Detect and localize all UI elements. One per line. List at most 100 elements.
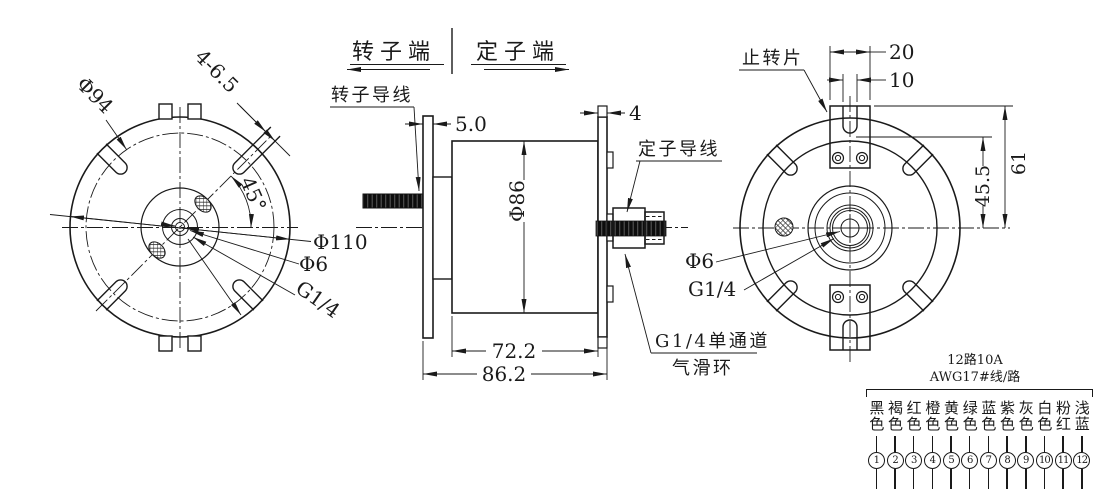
wire-line: [1006, 469, 1008, 489]
screw: [858, 154, 866, 162]
wire-column: 橙色 4: [923, 400, 942, 489]
body-circle: [762, 140, 938, 316]
leader-line: [743, 238, 835, 291]
wire-color-label: 橙色: [923, 400, 942, 432]
wire-color-label: 蓝色: [979, 400, 998, 432]
wire-line: [950, 436, 952, 452]
wire-bundle-section: [774, 217, 794, 237]
dim-angle-label: 45°: [235, 173, 271, 215]
angle-arc: [230, 175, 254, 229]
dim-outer-dia-label: Φ110: [313, 230, 368, 254]
fitting-note-line1: G1/4单通道: [655, 331, 770, 352]
tab-slot-top: [842, 106, 858, 134]
dim-center-hole-label: Φ6: [685, 249, 714, 273]
wire-line: [1080, 469, 1083, 489]
leader-line: [192, 236, 296, 296]
dim-rotor-flange-label: 5.0: [455, 112, 487, 136]
wire-color-label: 黑色: [867, 400, 886, 432]
dim-stator-flange-label: 4: [629, 101, 642, 125]
wire-column: 褐色 2: [886, 400, 905, 489]
wire-line: [931, 469, 934, 489]
tab-slot-bottom: [842, 319, 858, 350]
wiring-spec-line2: AWG17#线/路: [929, 370, 1021, 385]
flange-step: [606, 285, 614, 303]
mounting-slot: [232, 279, 264, 311]
dim-overall-length-label: 86.2: [482, 362, 527, 386]
wire-number-badge: 3: [905, 452, 923, 469]
dim-body-dia-label: Φ86: [505, 180, 529, 222]
rotor-flange: [422, 115, 434, 339]
wire-line: [875, 436, 878, 452]
leader-line: [715, 231, 841, 263]
wire-line: [968, 436, 971, 452]
wire-color-label: 紫色: [998, 400, 1017, 432]
wire-column: 黑色 1: [867, 400, 886, 489]
leader-line: [626, 160, 641, 213]
flange-step: [606, 151, 614, 169]
wire-column: 紫色 8: [998, 400, 1017, 489]
rotor-lead-label: 转子导线: [331, 85, 413, 106]
wire-color-label: 灰色: [1016, 400, 1035, 432]
screw: [858, 293, 866, 301]
fitting-nose: [644, 211, 665, 245]
wire-number-badge: 4: [923, 452, 941, 469]
dim-arrow: [184, 227, 200, 233]
wire-color-label: 褐色: [886, 400, 904, 432]
wire-color-label: 浅蓝: [1072, 400, 1091, 432]
wire-line: [1080, 436, 1083, 452]
wire-number-badge: 1: [867, 452, 885, 469]
wire-color-label: 白色: [1035, 400, 1054, 432]
wiring-spec-line1: 12路10A: [947, 353, 1003, 368]
wire-bundle-section: [148, 241, 166, 259]
mounting-slot: [96, 279, 128, 311]
stator-lead-label: 定子导线: [638, 139, 720, 160]
centerline-diagonal: [95, 136, 271, 312]
port-ring: [832, 210, 868, 246]
wire-number-badge: 8: [998, 452, 1016, 469]
tab-edge-top: [597, 105, 608, 118]
wire-line: [1024, 469, 1027, 489]
mounting-slot: [766, 280, 798, 312]
dim-center-hole-label: Φ6: [299, 252, 328, 276]
dim-slots-label: 4-6.5: [190, 44, 243, 97]
leader-line: [624, 253, 652, 354]
hub-ring: [814, 192, 886, 264]
wire-color-label: 黄色: [942, 400, 961, 432]
dim-thread-label: G1/4: [688, 277, 736, 301]
slip-ring-body: [451, 140, 599, 314]
wire-number-badge: 9: [1017, 452, 1035, 469]
dim-arrow: [105, 119, 127, 150]
wire-number-badge: 10: [1035, 452, 1053, 469]
wire-line: [1062, 436, 1064, 452]
dim-bolt-circle-label: Φ94: [72, 72, 119, 119]
leader-line: [803, 69, 828, 113]
dim-slot-depth-label: 45.5: [972, 165, 994, 207]
wire-line: [894, 469, 896, 489]
port-ring: [826, 204, 874, 252]
dim-thread-label: G1/4: [291, 276, 344, 323]
wire-line: [1043, 436, 1046, 452]
tab-edge: [187, 335, 202, 352]
leader-line: [189, 230, 300, 265]
wire-number-badge: 2: [886, 452, 904, 469]
screw: [834, 293, 842, 301]
dim-arrow: [160, 221, 176, 227]
wire-number-badge: 7: [979, 452, 997, 469]
wire-line: [931, 436, 934, 452]
stator-end-label: 定子端: [476, 40, 560, 65]
screw: [855, 151, 869, 165]
tab-label: 止转片: [742, 48, 804, 69]
wire-line: [968, 469, 971, 489]
side-view: 转子端 定子端 5.0 4: [330, 28, 770, 386]
leader-line: [413, 106, 421, 192]
dim-tab-slot-width-label: 10: [889, 68, 914, 92]
anti-rotation-tab-bottom: [829, 284, 871, 351]
outer-circle: [739, 117, 961, 339]
mounting-slot: [902, 280, 934, 312]
fitting-note-line2: 气滑环: [672, 358, 734, 379]
